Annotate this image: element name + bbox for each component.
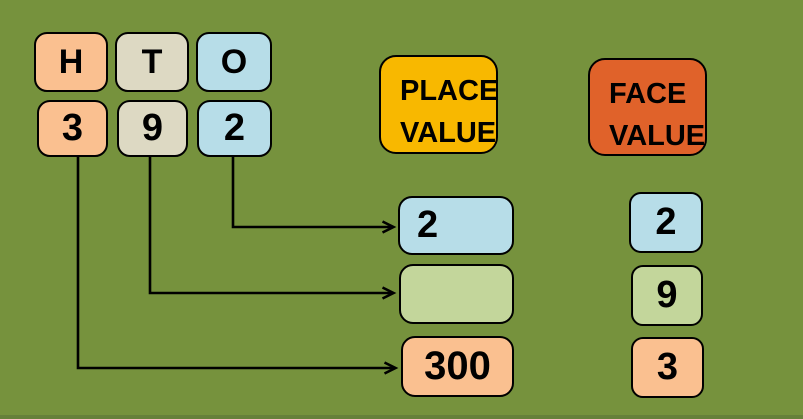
column-header-hundreds-label: H: [58, 42, 84, 81]
place-value-result-ones: 2: [398, 196, 514, 255]
place-value-title-label: PLACE VALUE: [400, 75, 499, 150]
arrow-ones-to-place-value: [231, 157, 397, 234]
digit-ones-label: 2: [223, 107, 246, 149]
place-value-result-hundreds-label: 300: [424, 344, 491, 388]
face-value-result-tens: 9: [631, 265, 703, 326]
place-value-result-ones-label: 2: [417, 204, 439, 246]
place-value-result-hundreds: 300: [401, 336, 514, 397]
face-value-result-tens-label: 9: [656, 274, 678, 316]
face-value-result-hundreds: 3: [631, 337, 704, 398]
digit-tens: 9: [117, 100, 188, 157]
column-header-ones-label: O: [220, 42, 248, 81]
arrow-tens-to-place-value: [148, 157, 397, 300]
bottom-edge-strip: [0, 415, 803, 419]
place-value-title: PLACE VALUE: [379, 55, 498, 154]
digit-tens-label: 9: [141, 107, 164, 149]
column-header-tens: T: [115, 32, 189, 92]
column-header-tens-label: T: [141, 42, 163, 81]
place-value-result-tens: [399, 264, 514, 324]
face-value-title-label: FACE VALUE: [609, 78, 706, 153]
face-value-result-ones-label: 2: [655, 201, 677, 243]
face-value-result-hundreds-label: 3: [656, 346, 679, 388]
column-header-ones: O: [196, 32, 272, 92]
digit-hundreds: 3: [37, 100, 108, 157]
digit-ones: 2: [197, 100, 272, 157]
column-header-hundreds: H: [34, 32, 108, 92]
digit-hundreds-label: 3: [61, 107, 84, 149]
face-value-title: FACE VALUE: [588, 58, 707, 156]
arrow-hundreds-to-place-value: [76, 157, 399, 375]
face-value-result-ones: 2: [629, 192, 703, 253]
